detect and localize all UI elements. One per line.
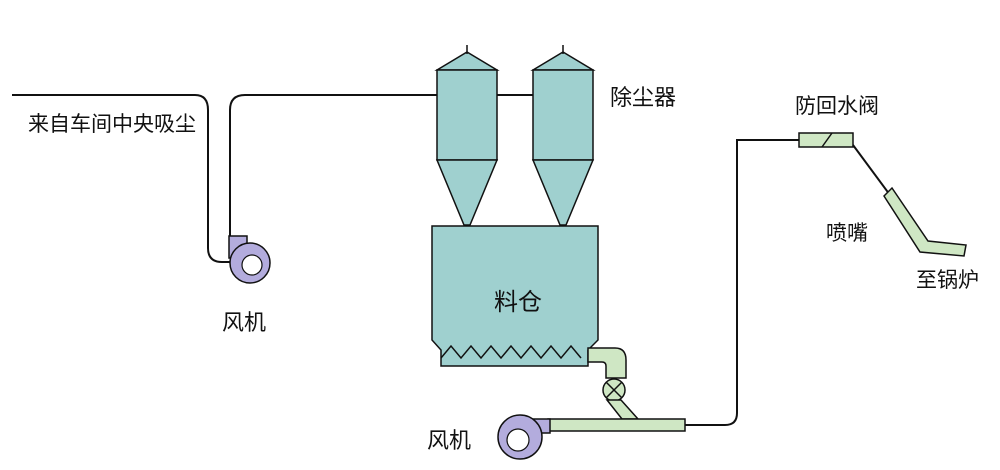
- label-silo: 料仓: [494, 288, 542, 316]
- fan-to-collector-line: [229, 94, 437, 245]
- label-dust-collector: 除尘器: [610, 86, 676, 111]
- outlet-line: [685, 139, 799, 426]
- valve-downpipe: [605, 399, 640, 420]
- rotary-valve: [602, 378, 626, 402]
- nozzle: [883, 186, 967, 257]
- inlet-pipe-line: [12, 94, 238, 263]
- label-anti-backflow-valve: 防回水阀: [795, 94, 879, 118]
- silo: [431, 225, 599, 367]
- label-fan-bottom: 风机: [427, 429, 471, 454]
- fan-bottom: [497, 414, 551, 460]
- label-to-boiler: 至锅炉: [916, 268, 979, 292]
- label-from-workshop: 来自车间中央吸尘: [28, 112, 196, 136]
- discharge-pipe: [587, 347, 627, 379]
- conveying-pipe: [547, 418, 686, 432]
- anti-backflow-valve: [798, 132, 854, 148]
- fan-top: [228, 235, 271, 284]
- valve-to-nozzle-line: [852, 144, 891, 196]
- screw-conveyor: [440, 344, 582, 360]
- label-fan-top: 风机: [222, 311, 266, 336]
- dust-collector-left: [434, 45, 500, 226]
- label-nozzle: 喷嘴: [826, 221, 868, 245]
- dust-collector-right: [530, 45, 596, 226]
